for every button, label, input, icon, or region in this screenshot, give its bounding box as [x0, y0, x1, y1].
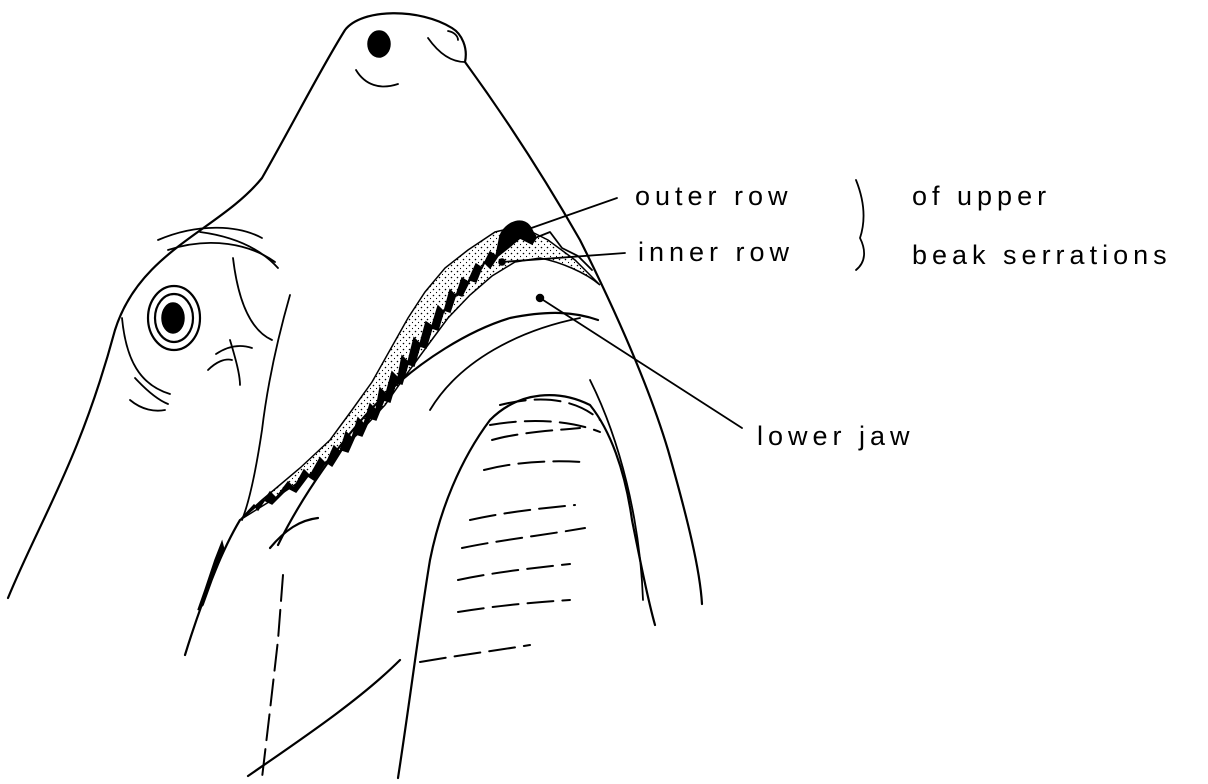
label-lower-jaw: lower jaw	[757, 421, 915, 451]
chin-outline	[248, 660, 400, 776]
inner-row-stipple	[240, 226, 600, 520]
nostril-left	[368, 31, 390, 57]
head-outline	[8, 13, 702, 604]
label-inner-row: inner row	[638, 237, 794, 267]
label-beak-serrations: beak serrations	[912, 240, 1172, 270]
label-outer-row: outer row	[635, 181, 793, 211]
eye	[122, 228, 290, 520]
beak-serrations	[185, 221, 600, 655]
throat-striations	[420, 428, 585, 662]
lower-jaw-shape	[262, 313, 655, 778]
label-of-upper: of upper	[912, 181, 1051, 211]
bracket	[856, 180, 864, 270]
